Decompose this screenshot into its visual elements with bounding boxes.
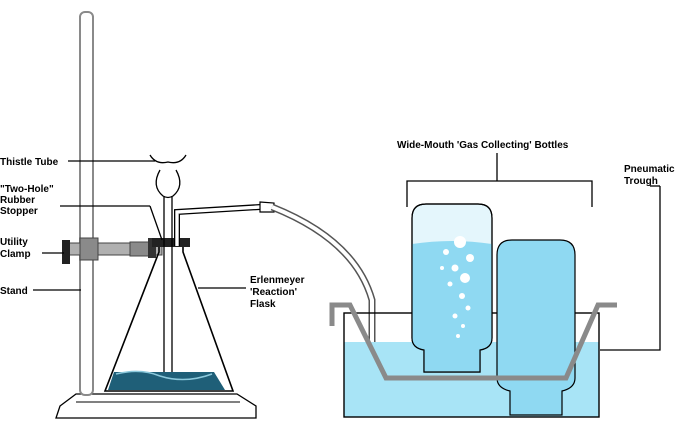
trough-shelf	[329, 302, 617, 381]
stopper-label-line-1: "Two-Hole"	[0, 184, 54, 195]
stopper-label-line-2: Rubber	[0, 195, 35, 206]
bottle-2-outline	[496, 239, 576, 416]
thistle-tube-label: Thistle Tube	[0, 157, 59, 168]
flask-label-line-2: 'Reaction'	[250, 287, 297, 298]
gas-bottle-1	[411, 203, 493, 373]
trough-label-line-2: Trough	[624, 176, 658, 187]
clamp-knob	[62, 240, 70, 264]
flask-label-line-1: Erlenmeyer	[250, 275, 305, 286]
stand-rod	[79, 11, 94, 396]
thistle-tube	[149, 154, 187, 372]
gas-bubbles	[440, 236, 474, 338]
stopper-label-line-3: Stopper	[0, 206, 38, 217]
clamp-label-line-1: Utility	[0, 237, 28, 248]
gas-bottle-2	[496, 239, 576, 416]
leader-lines	[33, 153, 661, 351]
stand-label: Stand	[0, 286, 28, 297]
delivery-tube	[174, 201, 459, 384]
bottles-label: Wide-Mouth 'Gas Collecting' Bottles	[397, 140, 569, 151]
flask-label-line-3: Flask	[250, 299, 276, 310]
utility-clamp	[62, 237, 163, 264]
stand-base	[55, 393, 257, 419]
flask-liquid	[108, 372, 225, 390]
rubber-connector	[259, 201, 275, 213]
clamp-boss	[79, 237, 99, 261]
flask-stopper	[152, 238, 190, 247]
labels: Thistle Tube "Two-Hole" Rubber Stopper U…	[0, 140, 675, 310]
erlenmeyer-flask	[103, 238, 235, 392]
clamp-label-line-2: Clamp	[0, 249, 31, 260]
flask-body	[103, 246, 235, 392]
trough-label-line-1: Pneumatic	[624, 164, 675, 175]
ring-stand	[55, 11, 257, 419]
